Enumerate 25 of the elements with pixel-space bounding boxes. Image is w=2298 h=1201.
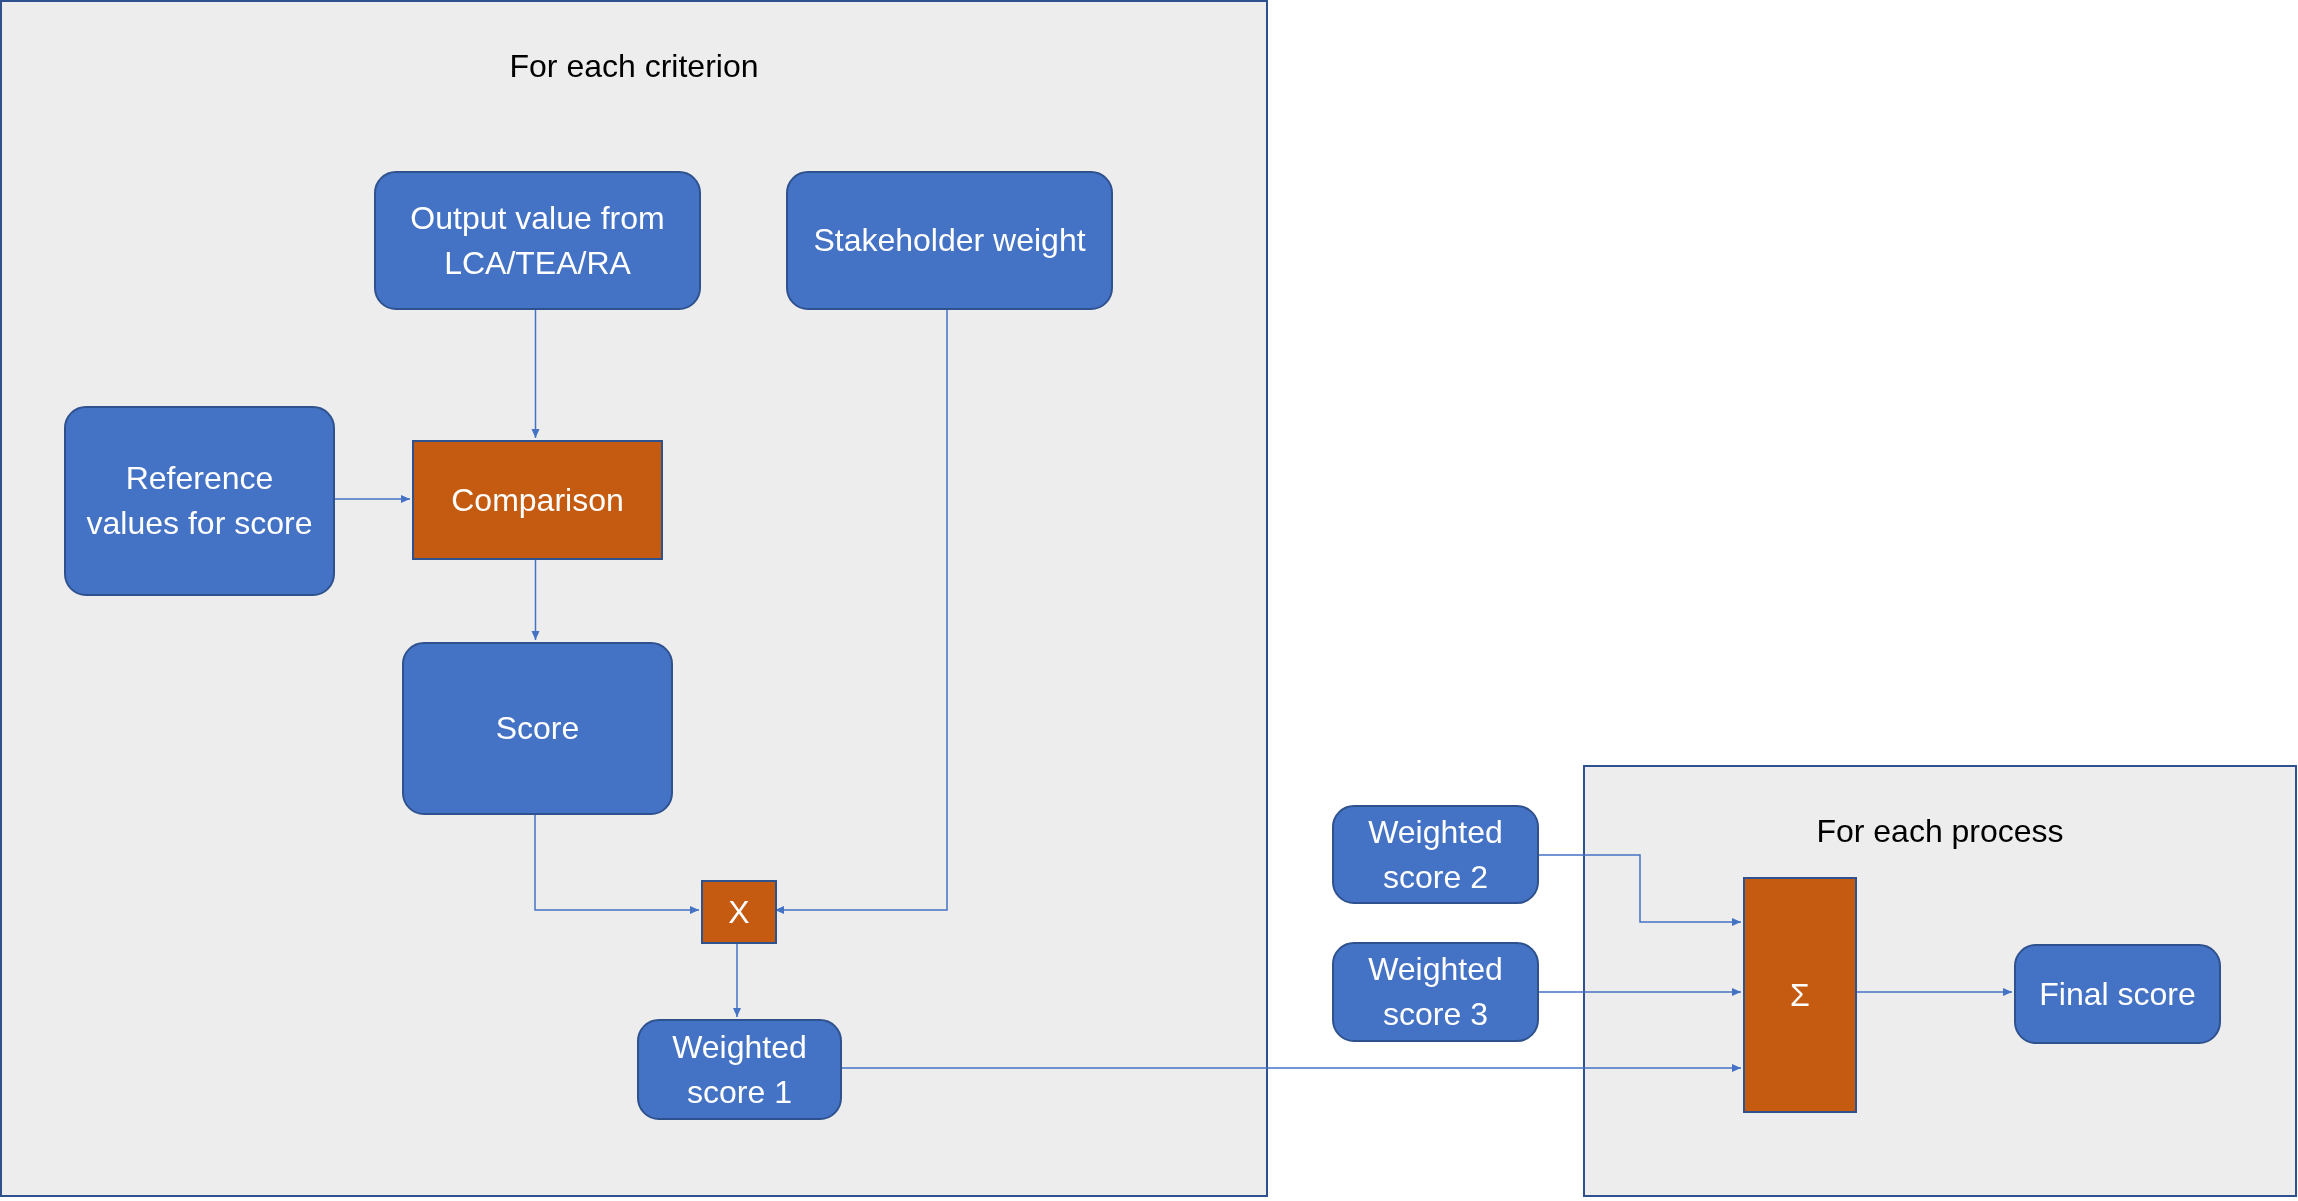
process-box: Score [402, 642, 673, 815]
arrow [332, 495, 411, 503]
arrow [1538, 854, 1742, 926]
panel-title: For each process [1815, 812, 2065, 851]
operation-box: Σ [1743, 877, 1857, 1113]
process-box: Weighted score 1 [637, 1019, 842, 1120]
group-panel [1583, 765, 2297, 1197]
process-box: Final score [2014, 944, 2221, 1044]
group-panel [0, 0, 1268, 1197]
process-box: Weighted score 2 [1332, 805, 1539, 904]
operation-box: Comparison [412, 440, 663, 560]
process-box: Output value from LCA/TEA/RA [374, 171, 701, 310]
panel-title: For each criterion [508, 47, 760, 86]
arrow [534, 812, 700, 914]
process-box: Weighted score 3 [1332, 942, 1539, 1042]
arrow [531, 307, 540, 439]
arrow [1538, 988, 1742, 996]
arrow [733, 941, 741, 1018]
process-box: Reference values for score [64, 406, 335, 596]
process-box: Stakeholder weight [786, 171, 1113, 310]
arrow [1854, 988, 2013, 996]
arrow [774, 307, 948, 914]
operation-box: X [701, 880, 777, 944]
arrow [839, 1064, 1742, 1072]
arrow [531, 557, 540, 641]
